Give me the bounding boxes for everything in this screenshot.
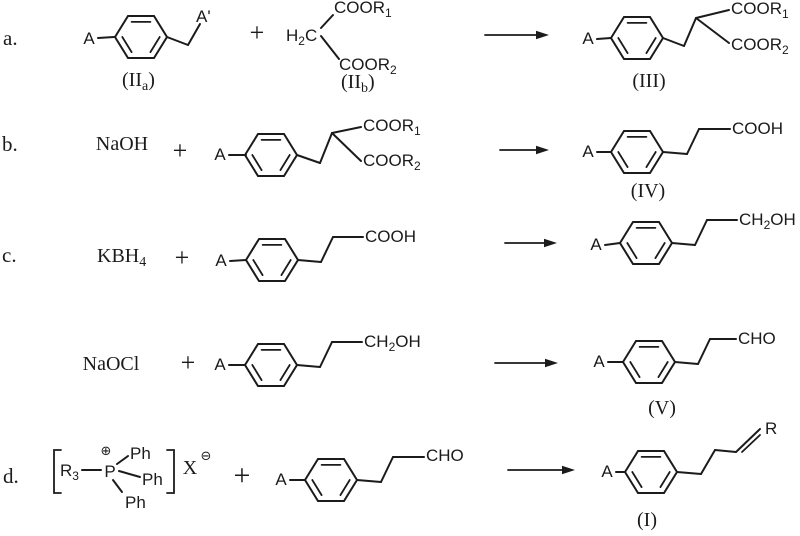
row-label-d: d. xyxy=(3,464,19,488)
reagent-naoh: NaOH xyxy=(96,133,148,155)
alcohol-product: A CH2OH xyxy=(590,210,796,265)
bonds xyxy=(97,23,201,46)
substituent-a: A xyxy=(590,235,602,254)
compound-label-iib: (IIb) xyxy=(341,71,375,96)
ester-group-1: COOR1 xyxy=(731,0,789,21)
reaction-row-d: d. R3 P ⊕ Ph Ph Ph X ⊖ + A xyxy=(3,419,777,531)
aldehyde-group: CHO xyxy=(426,446,464,465)
ester-group-2: COOR2 xyxy=(339,55,397,77)
substituent-a: A xyxy=(601,462,613,481)
substituent-a: A xyxy=(582,142,594,161)
hydroxymethyl-group: CH2OH xyxy=(364,332,421,354)
row-label-c: c. xyxy=(2,243,17,267)
minus-charge-icon: ⊖ xyxy=(201,449,212,464)
phenyl-group-bottom: Ph xyxy=(125,493,146,512)
plus-sign: + xyxy=(234,459,251,492)
compound-label-iia: (IIa) xyxy=(122,69,155,94)
alkenyl-r-group: R xyxy=(765,419,777,438)
substituent-a: A xyxy=(582,29,594,48)
aldehyde-group: CHO xyxy=(738,329,776,348)
bonds xyxy=(607,338,737,365)
methylene-group: H2C xyxy=(286,26,317,48)
reaction-arrow xyxy=(484,30,549,40)
substituent-a: A xyxy=(214,145,226,164)
ester-group-1: COOR1 xyxy=(334,0,392,20)
bonds xyxy=(596,9,730,47)
plus-sign: + xyxy=(181,348,196,377)
aldehyde-reactant: A CHO xyxy=(275,446,464,502)
substituent-a: A xyxy=(275,470,287,489)
compound-v: A CHO (V) xyxy=(593,329,775,419)
reaction-arrow xyxy=(507,465,575,475)
plus-sign: + xyxy=(173,136,188,165)
bonds xyxy=(228,126,362,164)
bonds xyxy=(596,128,731,155)
carboxyl-group: COOH xyxy=(732,119,783,138)
plus-sign: + xyxy=(250,18,265,47)
ester-group-2: COOR2 xyxy=(363,151,421,173)
substituent-a-prime: A' xyxy=(196,7,211,26)
bonds xyxy=(229,236,364,263)
compound-iia: A A' (IIa) xyxy=(83,7,210,94)
reaction-row-a: a. A A' (IIa) + H2C COOR1 COOR2 (IIb) xyxy=(3,0,789,96)
compound-label-i: (I) xyxy=(637,509,657,531)
compound-label-v: (V) xyxy=(648,397,676,419)
reaction-arrow xyxy=(499,145,549,155)
substituent-a: A xyxy=(214,355,226,374)
bonds xyxy=(289,456,425,483)
row-label-b: b. xyxy=(2,132,18,156)
bonds xyxy=(604,219,738,246)
compound-iv: A COOH (IV) xyxy=(582,119,783,202)
compound-label-iv: (IV) xyxy=(631,180,665,202)
plus-charge-icon: ⊕ xyxy=(101,444,112,459)
substituent-a: A xyxy=(83,29,95,48)
carboxyl-group: COOH xyxy=(365,227,416,246)
bracket-left xyxy=(53,449,62,494)
phosphorus-atom: P xyxy=(104,462,115,481)
reaction-row-c2: NaOCl + A CH2OH A xyxy=(83,329,776,419)
bracket-right xyxy=(166,449,175,494)
plus-sign: + xyxy=(175,243,190,272)
counterion-x: X xyxy=(183,457,198,479)
alcohol-reactant: A CH2OH xyxy=(214,332,421,387)
compound-iii: A COOR1 COOR2 (III) xyxy=(582,0,789,92)
r3-group: R3 xyxy=(60,461,79,483)
bonds xyxy=(228,341,363,368)
ester-group-2: COOR2 xyxy=(731,35,789,57)
compound-label-iii: (III) xyxy=(632,70,665,92)
reaction-arrow xyxy=(504,238,557,248)
ester-group-1: COOR1 xyxy=(363,116,421,138)
acid-reactant: A COOH xyxy=(215,227,416,282)
substituent-a: A xyxy=(215,251,227,270)
reagent-kbh4: KBH4 xyxy=(97,245,146,270)
row-label-a: a. xyxy=(3,26,18,50)
reaction-row-b: b. NaOH + A COOR1 COOR2 A xyxy=(2,116,783,202)
reagent-naocl: NaOCl xyxy=(83,353,140,375)
bonds xyxy=(615,428,761,475)
phenyl-group-top: Ph xyxy=(130,444,151,463)
compound-i: A R (I) xyxy=(601,419,777,531)
reaction-row-c: c. KBH4 + A COOH A xyxy=(2,210,796,282)
phenyl-group-mid: Ph xyxy=(142,470,163,489)
bonds xyxy=(320,14,340,60)
substituent-a: A xyxy=(593,352,605,371)
reaction-arrow xyxy=(494,358,558,368)
diester-reactant: A COOR1 COOR2 xyxy=(214,116,421,177)
hydroxymethyl-group: CH2OH xyxy=(739,210,796,232)
phosphonium-ylide: R3 P ⊕ Ph Ph Ph X ⊖ xyxy=(53,444,212,512)
bonds xyxy=(81,455,141,493)
compound-iib: H2C COOR1 COOR2 (IIb) xyxy=(286,0,397,96)
